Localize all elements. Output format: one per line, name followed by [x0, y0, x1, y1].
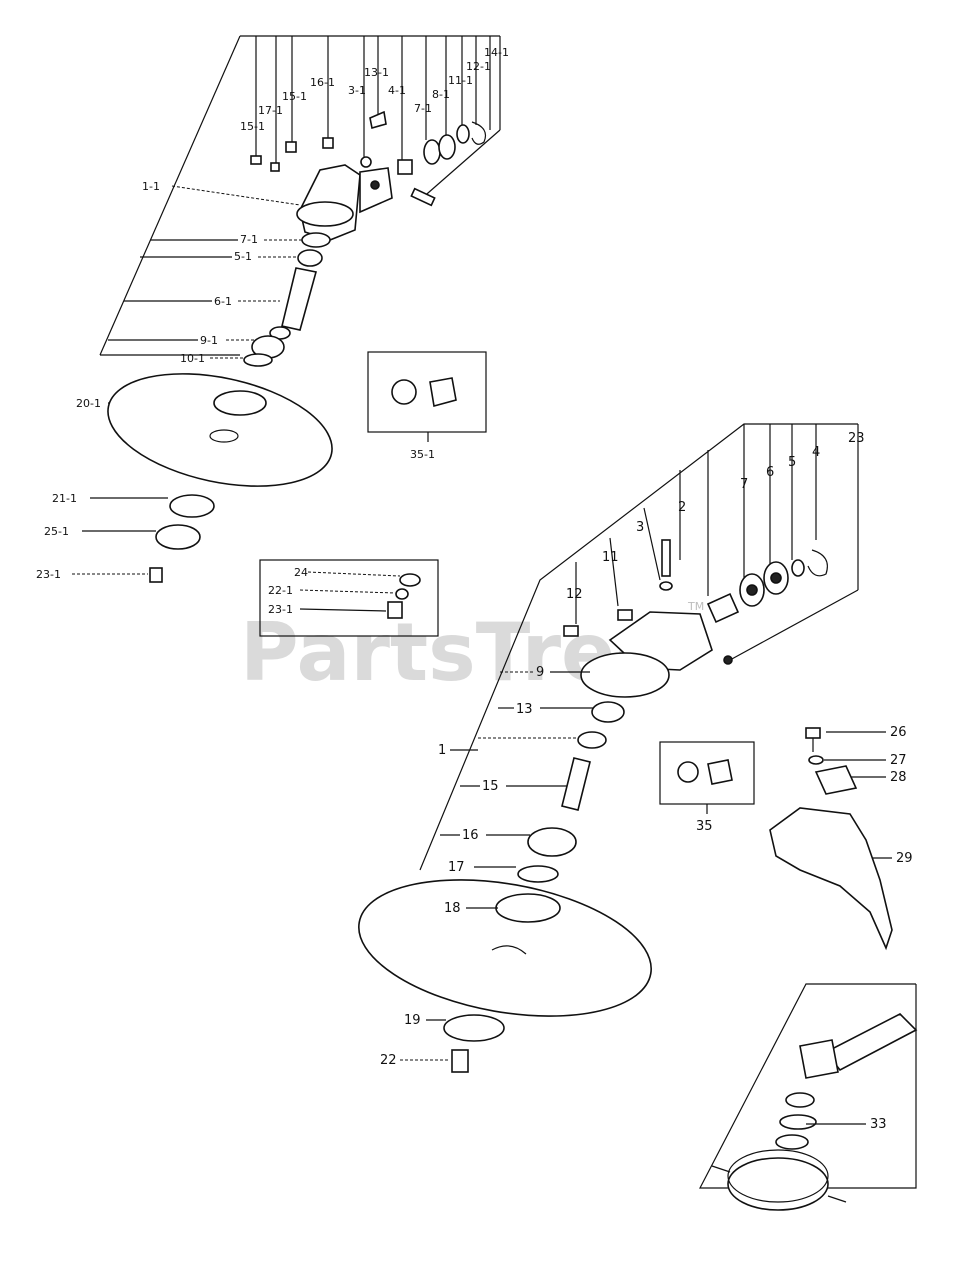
label-17: 17	[448, 860, 465, 875]
label-9: 9	[536, 665, 544, 680]
label-23-1: 23-1	[36, 568, 61, 581]
label-4-1: 4-1	[388, 84, 406, 97]
label-21-1: 21-1	[52, 492, 77, 505]
lower-assembly: 23 4 5 6 7 2 3 11 12 9	[358, 423, 865, 1073]
label-13: 13	[516, 702, 533, 717]
trimmer-head-assembly: 33	[699, 983, 918, 1211]
label-7: 7	[740, 477, 748, 492]
lower-blade-part	[358, 879, 652, 1017]
label-6-1: 6-1	[214, 295, 232, 308]
label-22: 22	[380, 1053, 397, 1068]
label-5-1: 5-1	[234, 250, 252, 263]
label-3: 3	[636, 520, 644, 535]
label-3-1: 3-1	[348, 84, 366, 97]
label-1-1: 1-1	[142, 180, 160, 193]
trimmer-head-part	[727, 1157, 829, 1211]
label-7-1: 7-1	[414, 102, 432, 115]
label-15-1: 15-1	[240, 120, 265, 133]
label-33: 33	[870, 1117, 887, 1132]
watermark-tm: TM	[687, 600, 704, 613]
label-4: 4	[812, 445, 820, 460]
upper-assembly: 14-1 12-1 11-1 8-1 7-1 4-1 3-1 13-1 16-1…	[36, 35, 509, 583]
label-24: 24	[294, 566, 308, 579]
label-26: 26	[890, 725, 907, 740]
label-5: 5	[788, 455, 796, 470]
label-10-1: 10-1	[180, 352, 205, 365]
label-29: 29	[896, 851, 913, 866]
guard-part	[769, 807, 893, 951]
guard-assembly: 26 27 28 29	[769, 725, 913, 951]
label-1: 1	[438, 743, 446, 758]
label-7-1-lower: 7-1	[240, 233, 258, 246]
label-23-1-box: 23-1	[268, 603, 293, 616]
label-25-1: 25-1	[44, 525, 69, 538]
label-35-1: 35-1	[410, 448, 435, 461]
label-35: 35	[696, 819, 713, 834]
label-22-1: 22-1	[268, 584, 293, 597]
parts-box-35: 35	[659, 741, 755, 834]
label-2: 2	[678, 500, 686, 515]
label-12-1: 12-1	[466, 60, 491, 73]
parts-box-upper-left: 24 22-1 23-1	[259, 559, 439, 637]
label-15-1-top: 15-1	[282, 90, 307, 103]
label-16-1: 16-1	[310, 76, 335, 89]
parts-box-35-1: 35-1	[367, 351, 487, 461]
label-6: 6	[766, 465, 774, 480]
label-11-1: 11-1	[448, 74, 473, 87]
label-14-1: 14-1	[484, 46, 509, 59]
label-27: 27	[890, 753, 907, 768]
label-28: 28	[890, 770, 907, 785]
label-11: 11	[602, 550, 619, 565]
label-8-1: 8-1	[432, 88, 450, 101]
label-13-1: 13-1	[364, 66, 389, 79]
label-16: 16	[462, 828, 479, 843]
label-15: 15	[482, 779, 499, 794]
label-9-1: 9-1	[200, 334, 218, 347]
label-17-1: 17-1	[258, 104, 283, 117]
label-20-1: 20-1	[76, 397, 101, 410]
label-18: 18	[444, 901, 461, 916]
label-23: 23	[848, 431, 865, 446]
label-19: 19	[404, 1013, 421, 1028]
label-12: 12	[566, 587, 583, 602]
